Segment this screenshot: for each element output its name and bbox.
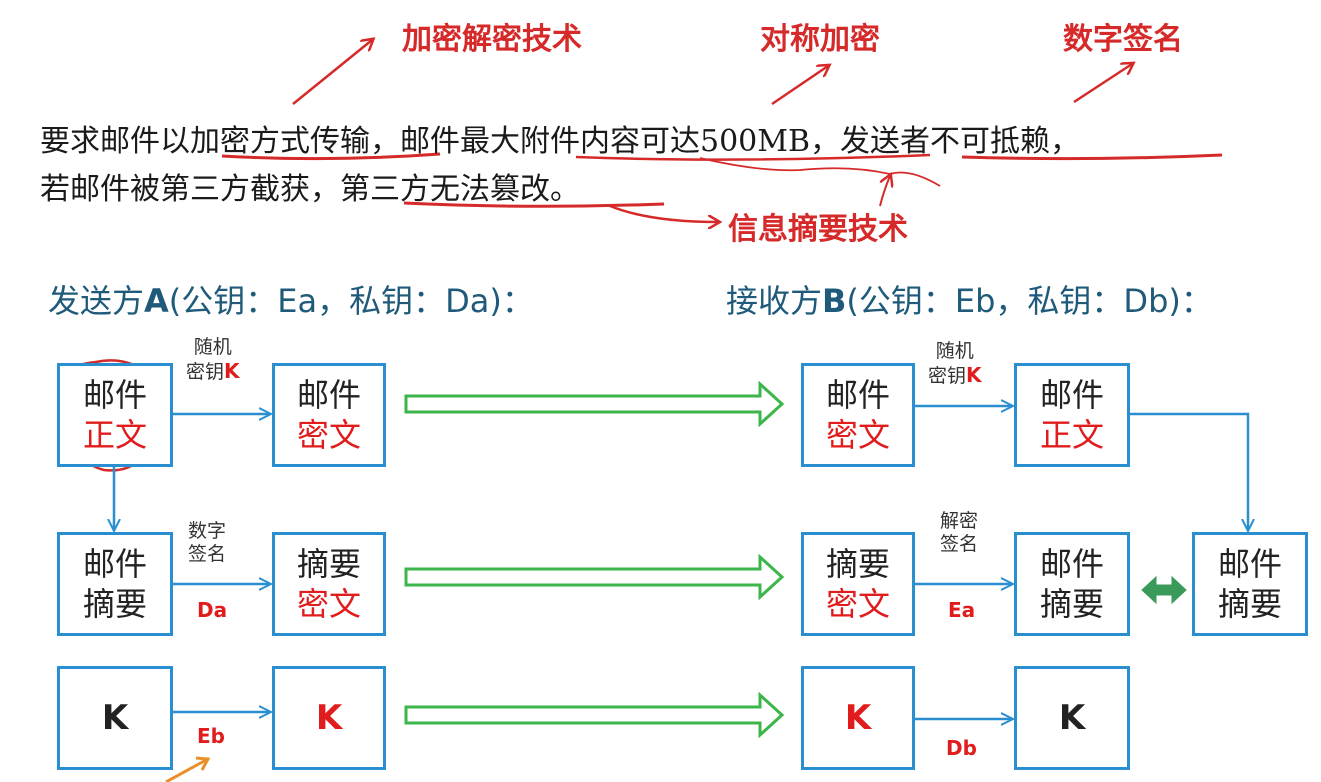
- requirement-line-1: 要求邮件以加密方式传输，邮件最大附件内容可达500MB，发送者不可抵赖，: [40, 124, 1081, 159]
- box-b-mail-ciphertext: 邮件 密文: [801, 363, 915, 467]
- label-a-random-key: 随机 密钥K: [186, 336, 240, 383]
- underline-tamper: [403, 201, 665, 208]
- box-b-mail-digest-decrypted: 邮件 摘要: [1014, 532, 1130, 636]
- scribble-mark: [699, 157, 941, 187]
- annotation-signature: 数字签名: [1063, 22, 1183, 57]
- digest-annotation-arrow-up: [879, 176, 890, 207]
- label-decrypt-key: Db: [946, 736, 977, 760]
- box-a-mail-digest: 邮件 摘要: [57, 532, 173, 636]
- box-a-key-encrypted: K: [272, 666, 386, 770]
- label-encrypt-key: Eb: [197, 724, 225, 748]
- underline-nonrepudiation: [961, 153, 1223, 161]
- label-b-random-key: 随机 密钥K: [928, 340, 982, 387]
- box-a-mail-plaintext: 邮件 正文: [57, 363, 173, 467]
- transfer-arrow-mail: [404, 380, 785, 428]
- box-b-mail-digest-computed: 邮件 摘要: [1192, 532, 1308, 636]
- annotation-symmetric: 对称加密: [760, 22, 880, 57]
- underline-encryption: [221, 152, 441, 161]
- symmetric-annotation-arrow: [771, 66, 828, 106]
- label-verify-key: Ea: [948, 598, 976, 622]
- label-digital-signature: 数字 签名: [188, 520, 227, 565]
- annotation-encryption: 加密解密技术: [402, 22, 582, 57]
- box-b-digest-ciphertext: 摘要 密文: [801, 532, 915, 636]
- orange-pointer-arrow: [165, 758, 207, 782]
- box-b-key-plain: K: [1014, 666, 1130, 770]
- transfer-arrow-key: [404, 691, 785, 739]
- signature-annotation-arrow: [1073, 64, 1132, 104]
- digest-annotation-arrow: [609, 204, 718, 222]
- arrow-b-make-digest: [1130, 412, 1248, 530]
- encryption-annotation-arrow: [292, 40, 372, 105]
- sender-header: 发送方A(公钥：Ea，私钥：Da)：: [48, 282, 534, 320]
- compare-double-arrow: [1141, 575, 1187, 605]
- box-a-mail-ciphertext: 邮件 密文: [272, 363, 386, 467]
- box-a-key-plain: K: [57, 666, 173, 770]
- receiver-header: 接收方B(公钥：Eb，私钥：Db)：: [726, 282, 1213, 320]
- box-b-mail-plaintext: 邮件 正文: [1014, 363, 1130, 467]
- requirement-line-2: 若邮件被第三方截获，第三方无法篡改。: [40, 172, 580, 207]
- label-verify-signature: 解密 签名: [940, 510, 979, 555]
- box-b-key-encrypted: K: [801, 666, 915, 770]
- box-a-digest-ciphertext: 摘要 密文: [272, 532, 386, 636]
- label-sign-key: Da: [197, 598, 228, 622]
- transfer-arrow-digest: [404, 553, 785, 601]
- annotation-digest: 信息摘要技术: [728, 212, 908, 247]
- underline-attachment: [575, 153, 931, 161]
